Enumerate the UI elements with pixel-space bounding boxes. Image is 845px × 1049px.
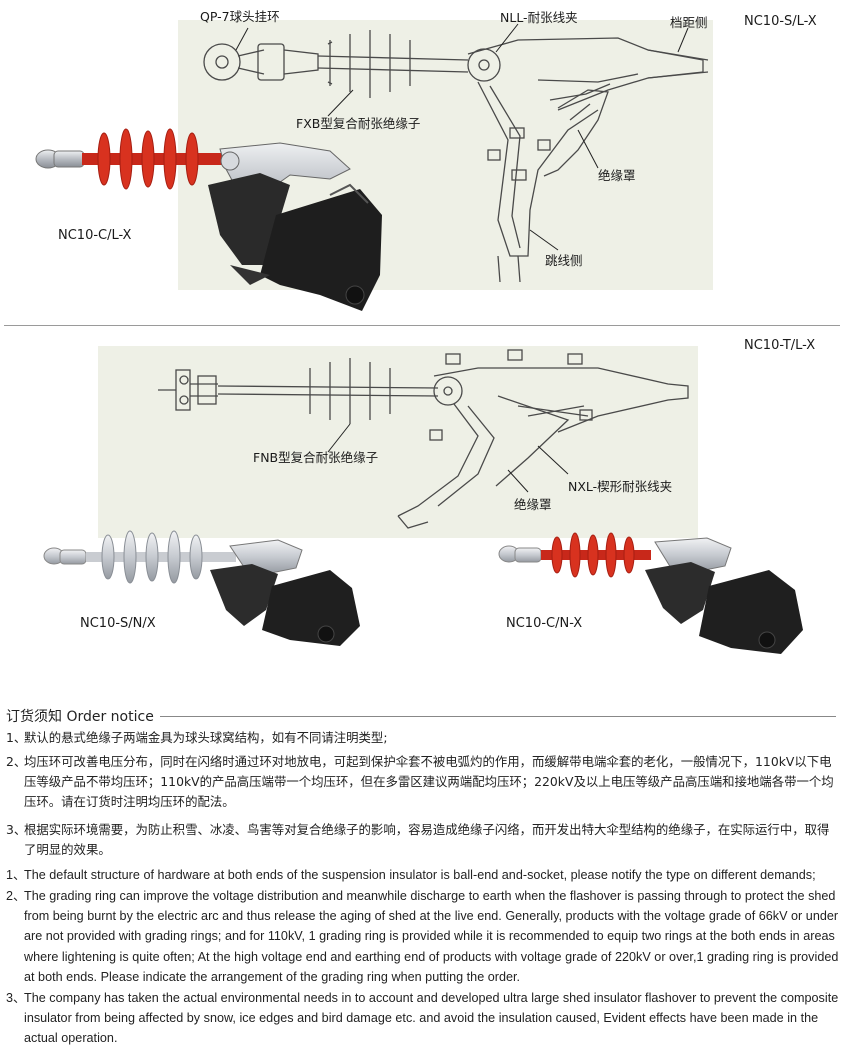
bottom-line-drawing	[98, 346, 698, 538]
en-item-3: 3、 The company has taken the actual envi…	[6, 988, 840, 1049]
product-code-bottom-left: NC10-S/N/X	[80, 616, 156, 631]
en-item-1: 1、 The default structure of hardware at …	[6, 865, 840, 885]
label-wedge-clamp: NXL-楔形耐张线夹	[568, 479, 673, 494]
cn-item-1: 1、 默认的悬式绝缘子两端金具为球头球窝结构，如有不同请注明类型;	[6, 728, 840, 748]
red-insulator-small-drawing	[498, 532, 803, 654]
label-bottom-insulating-cover: 绝缘罩	[514, 497, 552, 512]
product-code-bottom-mid: NC10-C/N-X	[506, 616, 583, 631]
label-fnb-insulator: FNB型复合耐张绝缘子	[253, 450, 379, 465]
product-photo-grey-insulator	[40, 530, 380, 650]
en-item-3-text: The company has taken the actual environ…	[24, 991, 839, 1046]
order-notice-rule	[160, 716, 836, 717]
product-photo-red-insulator	[30, 125, 390, 315]
cn-item-2-text: 均压环可改善电压分布，同时在闪络时通过环对地放电，可起到保护伞套不被电弧灼的作用…	[24, 754, 834, 810]
product-code-top-right: NC10-S/L-X	[744, 14, 817, 29]
cn-item-3-num: 3、	[6, 822, 27, 837]
cn-item-2: 2、 均压环可改善电压分布，同时在闪络时通过环对地放电，可起到保护伞套不被电弧灼…	[6, 752, 840, 813]
en-item-2-text: The grading ring can improve the voltage…	[24, 889, 839, 984]
label-insulating-cover: 绝缘罩	[598, 168, 636, 183]
bottom-diagram	[98, 346, 698, 538]
en-item-1-num: 1、	[6, 868, 26, 882]
photo-drawing	[35, 128, 382, 311]
cn-item-3-text: 根据实际环境需要，为防止积雪、冰凌、鸟害等对复合绝缘子的影响，容易造成绝缘子闪络…	[24, 822, 830, 858]
label-composite-insulator: FXB型复合耐张绝缘子	[296, 116, 421, 131]
section-divider	[4, 325, 840, 326]
en-item-2: 2、 The grading ring can improve the volt…	[6, 886, 840, 987]
label-ball-eye: QP-7球头挂环	[200, 9, 280, 24]
cn-item-3: 3、 根据实际环境需要，为防止积雪、冰凌、鸟害等对复合绝缘子的影响，容易造成绝缘…	[6, 820, 840, 860]
label-span-side: 档距侧	[670, 15, 708, 30]
label-jumper-side: 跳线侧	[545, 253, 583, 268]
en-item-1-text: The default structure of hardware at bot…	[24, 868, 816, 882]
product-photo-red-insulator-small	[495, 530, 825, 660]
cn-item-1-text: 默认的悬式绝缘子两端金具为球头球窝结构，如有不同请注明类型;	[24, 730, 388, 745]
en-item-2-num: 2、	[6, 889, 26, 903]
label-strain-clamp: NLL-耐张线夹	[500, 10, 578, 25]
product-code-top-left: NC10-C/L-X	[58, 228, 132, 243]
cn-item-2-num: 2、	[6, 754, 27, 769]
order-notice-title: 订货须知 Order notice	[6, 709, 154, 725]
cn-item-1-num: 1、	[6, 730, 27, 745]
en-item-3-num: 3、	[6, 991, 26, 1005]
product-code-bottom-right: NC10-T/L-X	[744, 338, 816, 353]
grey-insulator-drawing	[43, 530, 360, 646]
